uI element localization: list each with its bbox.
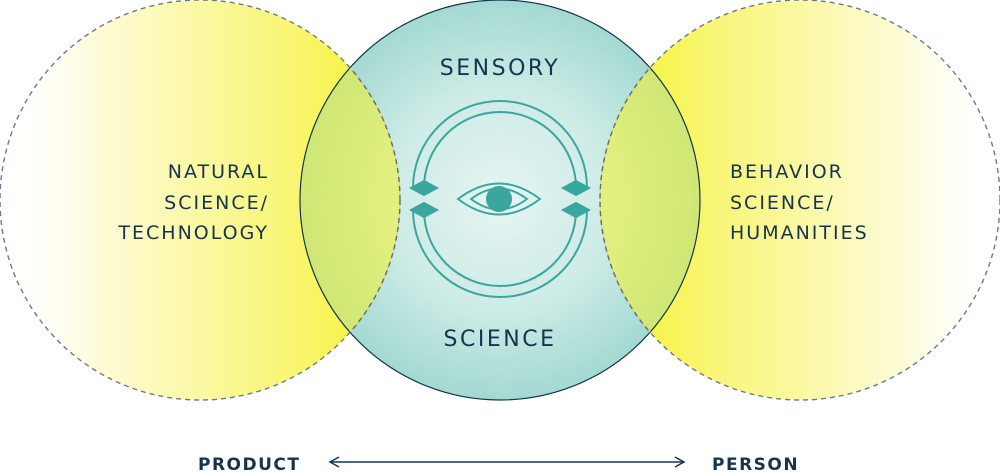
right-label-line-1: BEHAVIOR [730,161,844,183]
right-label-line-2: SCIENCE/ [730,192,835,214]
center-bottom-label: SCIENCE [444,327,557,352]
left-label-line-2: SCIENCE/ [164,192,269,214]
left-lens-outline [299,0,701,401]
center-top-label: SENSORY [440,56,560,81]
axis-right-label: PERSON [712,455,799,474]
left-label-line-1: NATURAL [168,161,269,183]
right-label-line-3: HUMANITIES [730,222,869,244]
right-field-circle [599,0,1000,401]
sensory-eye-icon [408,100,592,298]
left-field-label: NATURAL SCIENCE/ TECHNOLOGY [117,161,269,244]
left-label-line-3: TECHNOLOGY [117,222,269,244]
right-field-label: BEHAVIOR SCIENCE/ HUMANITIES [730,161,869,244]
axis-left-label: PRODUCT [198,455,301,474]
